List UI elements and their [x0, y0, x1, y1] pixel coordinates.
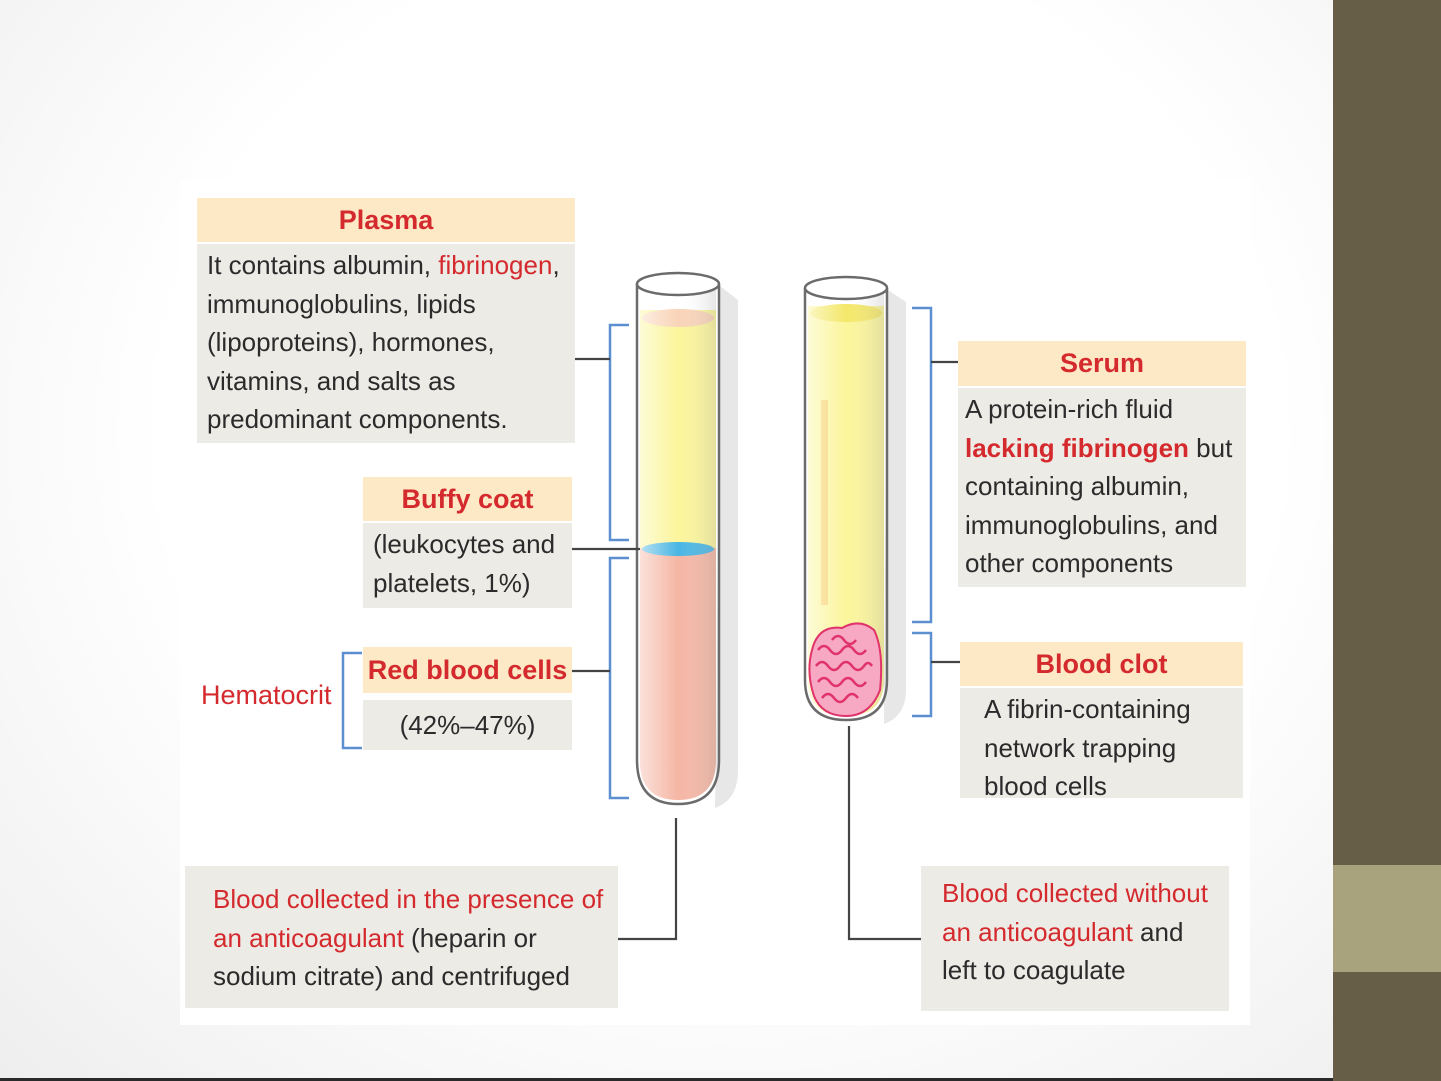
buffy-coat-header: Buffy coat [363, 477, 572, 521]
slide-side-accent [1333, 865, 1441, 972]
right-tube-shadow [884, 290, 906, 724]
hematocrit-bracket [341, 651, 362, 750]
left-tube-outline [635, 284, 721, 806]
plasma-title: Plasma [338, 204, 434, 235]
fibrinogen-highlight: fibrinogen [438, 250, 553, 280]
left-tube-shadow [715, 286, 738, 808]
blood-clot-header: Blood clot [960, 642, 1243, 686]
clot-bracket [912, 631, 933, 718]
rbc-header: Red blood cells [363, 647, 572, 693]
serum-bracket [912, 306, 933, 624]
brackets [341, 306, 933, 800]
blood-clot-description: A fibrin-containing network trapping blo… [960, 688, 1243, 801]
buffy-coat-title: Buffy coat [401, 483, 534, 514]
serum-description: A protein-rich fluid lacking fibrinogen … [958, 388, 1246, 587]
serum-title: Serum [1059, 348, 1145, 378]
lacking-fibrinogen-highlight: lacking fibrinogen [965, 432, 1189, 463]
left-tube-rim [635, 271, 721, 297]
rbc-percentage: (42%–47%) [399, 710, 536, 740]
plasma-description: It contains albumin, fibrinogen, immunog… [197, 244, 575, 443]
plasma-header: Plasma [197, 198, 575, 242]
right-tube-rim [803, 275, 889, 301]
blood-clot [808, 622, 883, 718]
left-caption: Blood collected in the presence of an an… [185, 866, 618, 1008]
right-tube-outline [803, 288, 889, 722]
plasma-bracket [608, 323, 629, 542]
slide-bottom-line [0, 1078, 1333, 1081]
rbc-title: Red blood cells [367, 654, 568, 685]
left-tube [635, 271, 738, 808]
blood-clot-title: Blood clot [1035, 648, 1168, 679]
right-tube [803, 275, 906, 724]
leader-lines [570, 357, 960, 941]
rbc-value-box: (42%–47%) [363, 700, 572, 750]
right-caption: Blood collected without an anticoagulant… [921, 866, 1229, 1011]
hematocrit-label: Hematocrit [201, 680, 332, 710]
serum-header: Serum [958, 341, 1246, 386]
buffy-coat-description: (leukocytes and platelets, 1%) [363, 523, 572, 608]
rbc-bracket [608, 556, 629, 800]
